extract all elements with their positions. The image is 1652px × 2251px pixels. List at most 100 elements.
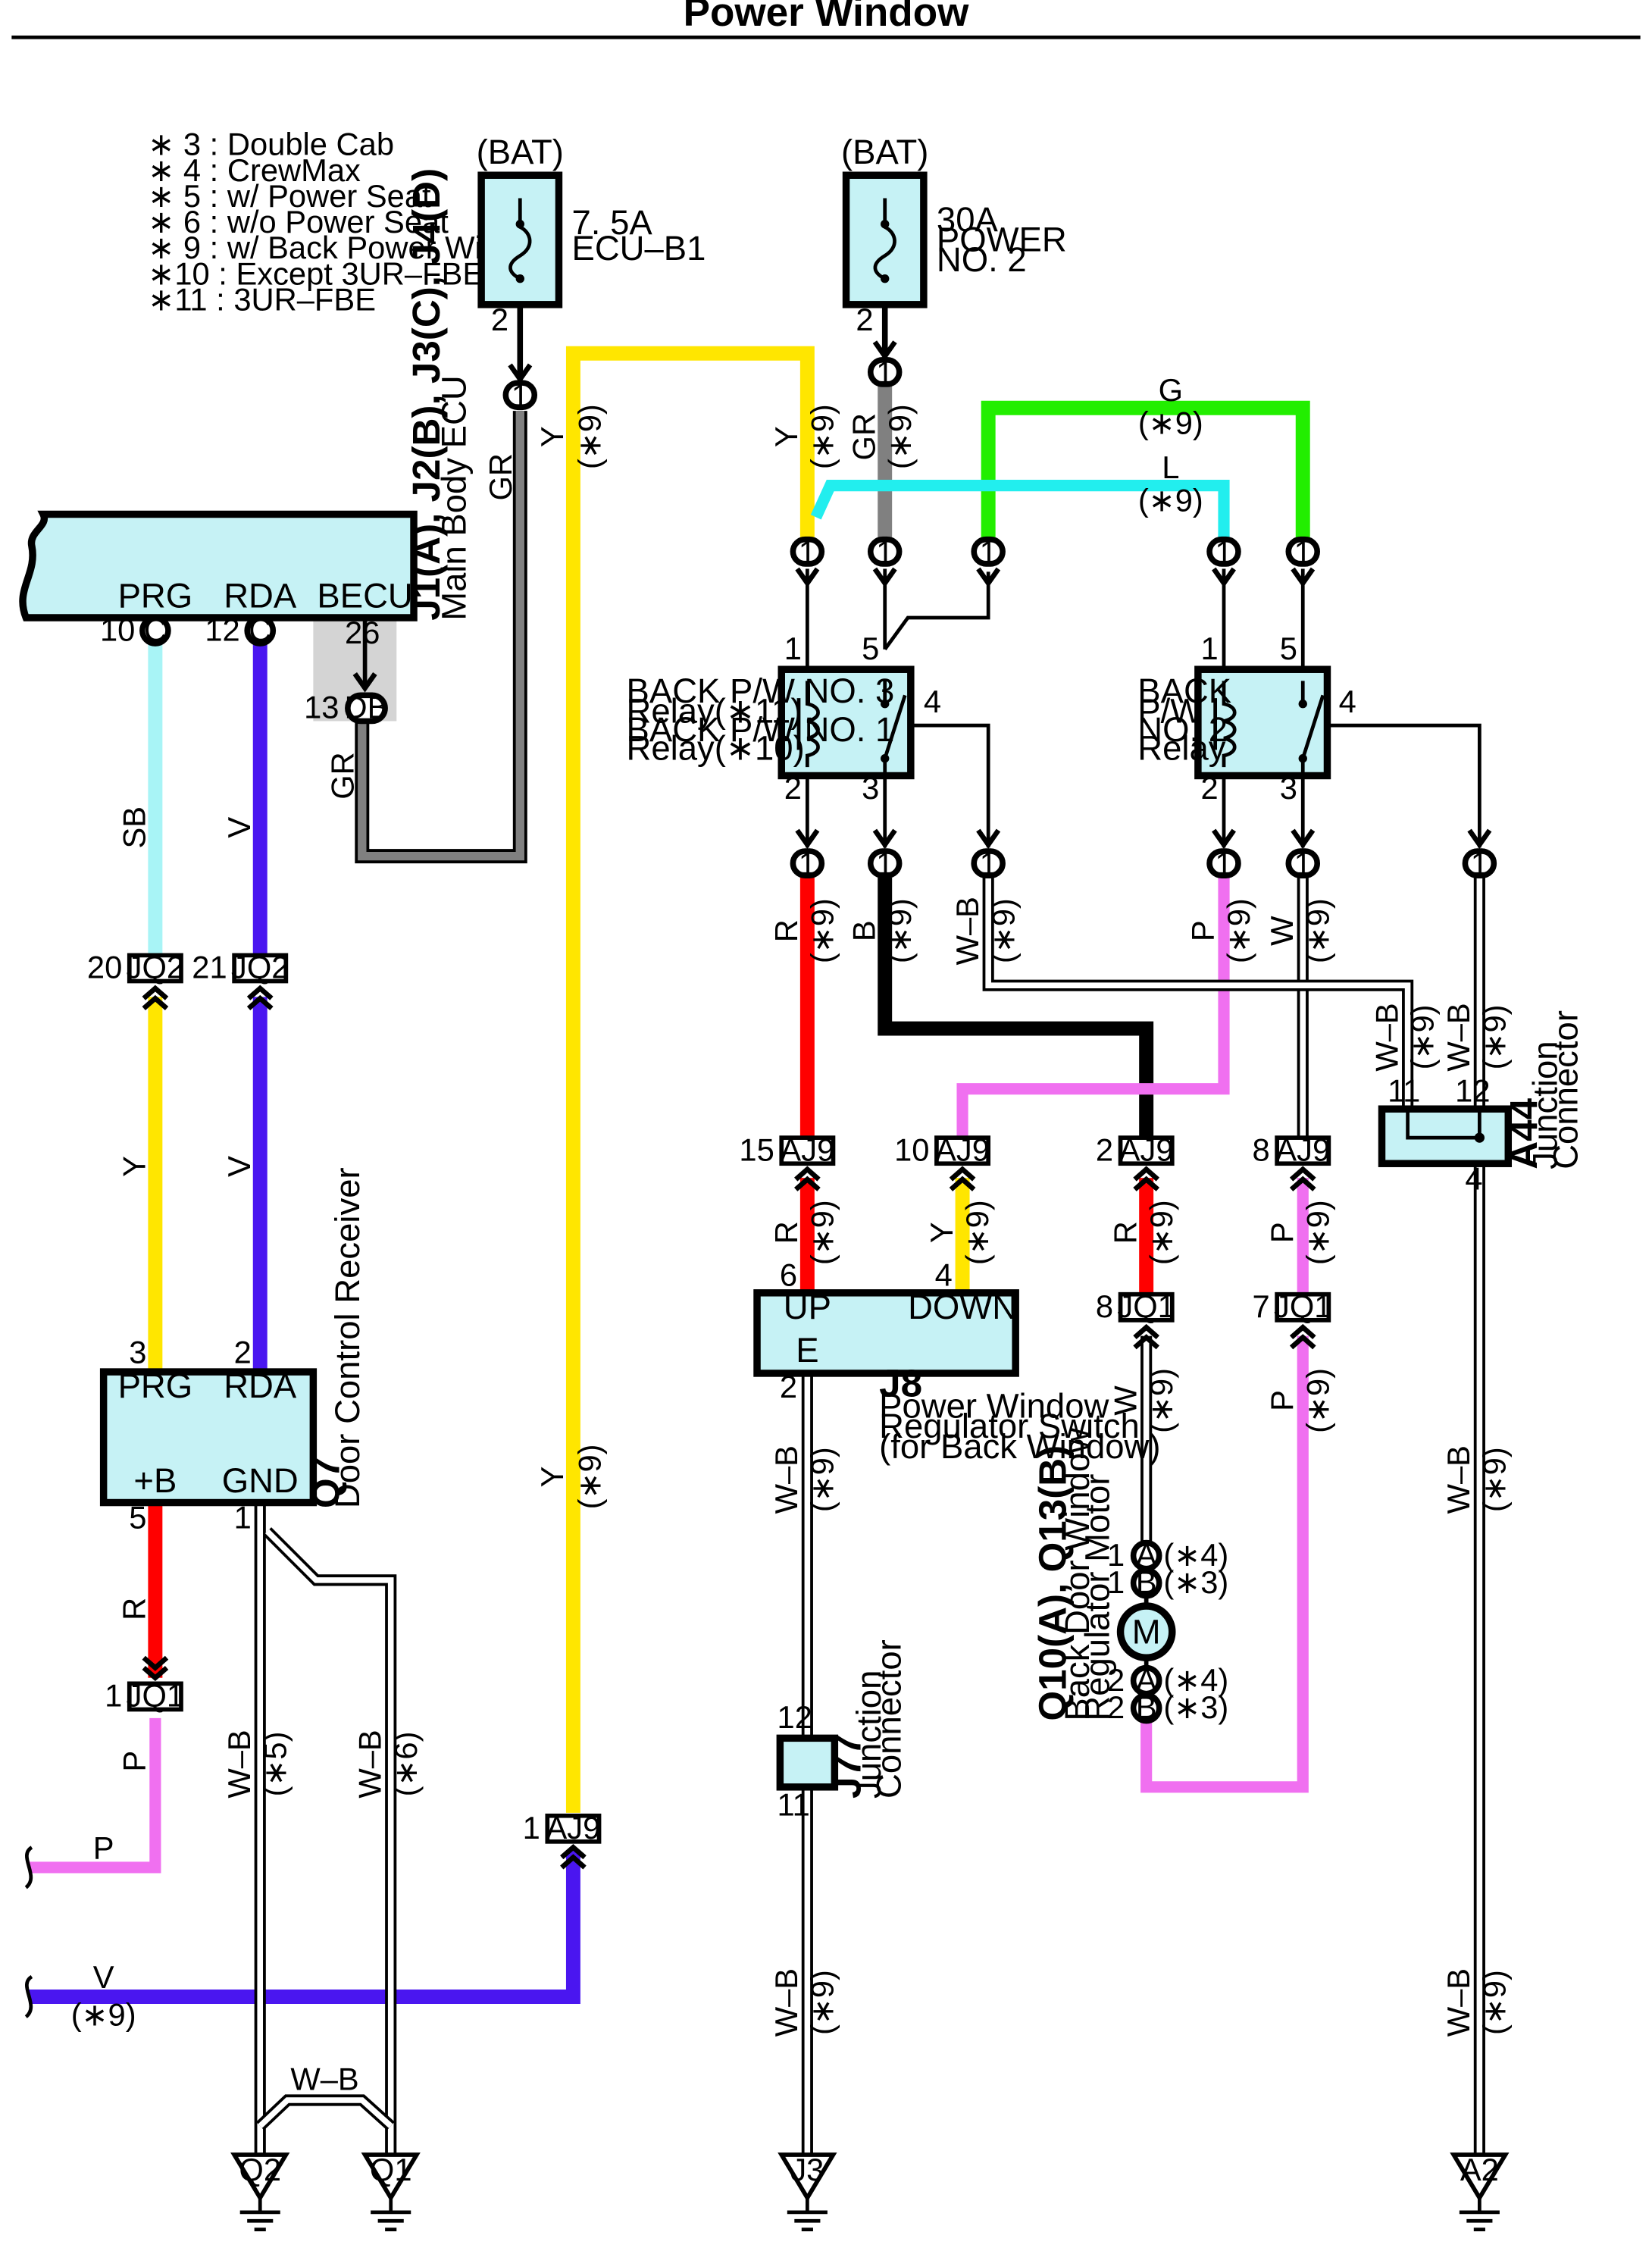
aj9-15-pin: 15: [739, 1132, 774, 1167]
fuse-power-amps: 30A: [937, 200, 999, 239]
lbl-w-1n: (∗9): [1300, 898, 1335, 963]
motor-pin1-b: 1: [1107, 1564, 1125, 1600]
motor-a2: A: [1136, 1662, 1157, 1698]
motor-b2: B: [1136, 1689, 1157, 1725]
lbl-gr-2: GR: [324, 752, 360, 800]
lbl-v-3n: (∗9): [71, 1996, 136, 2032]
relay2-pin5: 5: [1280, 631, 1297, 666]
fuse-power-name: POWER: [937, 221, 1067, 259]
motor-n3-top: (∗3): [1163, 1564, 1228, 1600]
aj9-bottom-connector: AJ9 1: [523, 1810, 602, 1867]
ground-a2: A2: [1460, 2152, 1499, 2187]
wire-p-left: [29, 1717, 161, 1874]
wire-wb-relay: [982, 878, 1414, 1110]
page-title: Power Window: [684, 0, 969, 35]
wire-labels: GR GR Y (∗9) Y (∗9) Y (∗9) GR (∗9) G (∗9…: [71, 372, 1513, 2097]
j77-line2: Connector: [870, 1639, 909, 1799]
jq1-7-pin: 7: [1252, 1288, 1269, 1324]
j77-line1: Junction: [849, 1670, 888, 1799]
switch-pin6: 6: [780, 1257, 797, 1292]
ecu-conn-db: DB: [345, 690, 389, 725]
switch-pin2: 2: [780, 1369, 797, 1404]
aj9-1-pin: 1: [523, 1810, 540, 1846]
lbl-w-2: W: [1107, 1385, 1143, 1416]
lbl-y-5: Y: [117, 1156, 152, 1177]
lbl-y-3n: (∗9): [804, 404, 840, 469]
power-window-regulator-switch: UP DOWN E 6 4 2 J8 Power Window Regulato…: [753, 1257, 1161, 1466]
ecu-rda-label: RDA: [224, 577, 297, 615]
lbl-p-5: P: [93, 1830, 114, 1866]
fuse-ecu-conn: 1: [512, 377, 529, 413]
lbl-y-1: Y: [534, 426, 570, 447]
lbl-y-4: Y: [924, 1222, 959, 1243]
relay3-pin4: 4: [924, 684, 941, 719]
relay3-label-4: Relay(∗10): [627, 729, 805, 768]
relay2-pin2: 2: [1200, 770, 1218, 806]
fuse-power-conn: 1: [876, 355, 893, 390]
lbl-wb-3: W–B: [1441, 1003, 1476, 1071]
fuse-ecu-b1: (BAT) 7. 5A ECU–B1 2 1: [477, 133, 706, 413]
fuse-power-no: NO. 2: [937, 240, 1027, 279]
lbl-wb-6n: (∗9): [1476, 1447, 1512, 1512]
relay-output-connectors: 1 1 1 1 1 1: [793, 775, 1494, 881]
lbl-p-4: P: [117, 1751, 152, 1772]
relay2-label-3: NO. 2: [1137, 710, 1228, 749]
switch-up: UP: [784, 1288, 831, 1326]
jq1-receiver-connector: JQ1 1: [105, 1658, 184, 1714]
jq2-21-label: JQ2: [231, 950, 289, 985]
jq2-20-pin: 20: [87, 950, 122, 985]
lbl-r-1: R: [768, 919, 804, 942]
relay2-label-4: Relay: [1137, 729, 1226, 768]
lbl-w-2n: (∗9): [1144, 1368, 1179, 1433]
lbl-wb-3n: (∗9): [1476, 1004, 1512, 1069]
wire-y-long: [565, 346, 815, 1813]
fuse-ecu-pin: 2: [491, 302, 508, 337]
conn-out-6: 1: [1471, 846, 1488, 881]
relay2-label-1: BACK: [1137, 672, 1231, 710]
aj9-connectors: AJ9 15 AJ9 10 AJ9 2 AJ9 8: [739, 1132, 1331, 1189]
motor-a1: A: [1136, 1537, 1157, 1573]
relay3-pin5: 5: [862, 631, 879, 666]
receiver-pin5: 5: [129, 1500, 146, 1536]
lbl-wb-6: W–B: [1441, 1445, 1476, 1514]
a44-pin12: 12: [1455, 1073, 1490, 1109]
fuse-power-no2: (BAT) 30A POWER NO. 2 2 1: [841, 133, 1067, 390]
relay2-pin1: 1: [1200, 631, 1218, 666]
motor-pin1-a: 1: [1107, 1537, 1125, 1573]
jq2-20-label: JQ2: [127, 950, 184, 985]
relay3-label-2: Relay(∗11): [627, 691, 803, 730]
relay3-label-1: BACK P/W NO. 3: [627, 672, 895, 710]
a44-line1: Junction: [1526, 1041, 1565, 1169]
ecu-pin-rda: 12: [205, 612, 239, 647]
fuse-ecu-name: ECU–B1: [572, 229, 706, 268]
lbl-wb-4n: (∗9): [804, 1447, 840, 1512]
j77-junction-connector: 12 11 J77 Junction Connector: [776, 1639, 909, 1823]
fuse-power-pin: 2: [856, 302, 873, 337]
receiver-pin2: 2: [234, 1335, 252, 1370]
aj9-1-label: AJ9: [546, 1810, 600, 1846]
grounds: Q2 Q1 J3 A2: [234, 2152, 1505, 2229]
receiver-pin1: 1: [234, 1500, 252, 1536]
aj9-10-label: AJ9: [935, 1132, 990, 1167]
back-pw-relay-no2: BACK P/W NO. 2 Relay 1 5 4 2 3: [1137, 631, 1356, 806]
lbl-wb-2: W–B: [1369, 1003, 1404, 1071]
wire-relay3-link: [883, 571, 990, 651]
lbl-wb-2n: (∗9): [1405, 1004, 1441, 1069]
back-pw-relay-no3: BACK P/W NO. 3 Relay(∗11) BACK P/W NO. 1…: [627, 631, 942, 806]
switch-line2: Regulator Switch: [879, 1407, 1140, 1445]
lbl-p-3: P: [1264, 1390, 1300, 1411]
motor-pin2-b: 2: [1107, 1689, 1125, 1725]
jq1-1-label: JQ1: [127, 1678, 184, 1714]
lbl-y-4n: (∗9): [959, 1200, 995, 1265]
motor-pin2-a: 2: [1107, 1662, 1125, 1698]
lbl-g: G: [1159, 372, 1183, 408]
a44-id: A44: [1502, 1097, 1545, 1169]
lbl-p-2n: (∗9): [1300, 1200, 1335, 1265]
j77-id: J77: [825, 1734, 868, 1799]
wire-relay3-pin4: [909, 723, 990, 848]
jq1-8-label: JQ1: [1117, 1288, 1175, 1324]
wire-l: [810, 480, 1230, 539]
lbl-r-3n: (∗9): [1144, 1200, 1179, 1265]
lbl-wb-7: W–B: [1441, 1968, 1476, 2037]
